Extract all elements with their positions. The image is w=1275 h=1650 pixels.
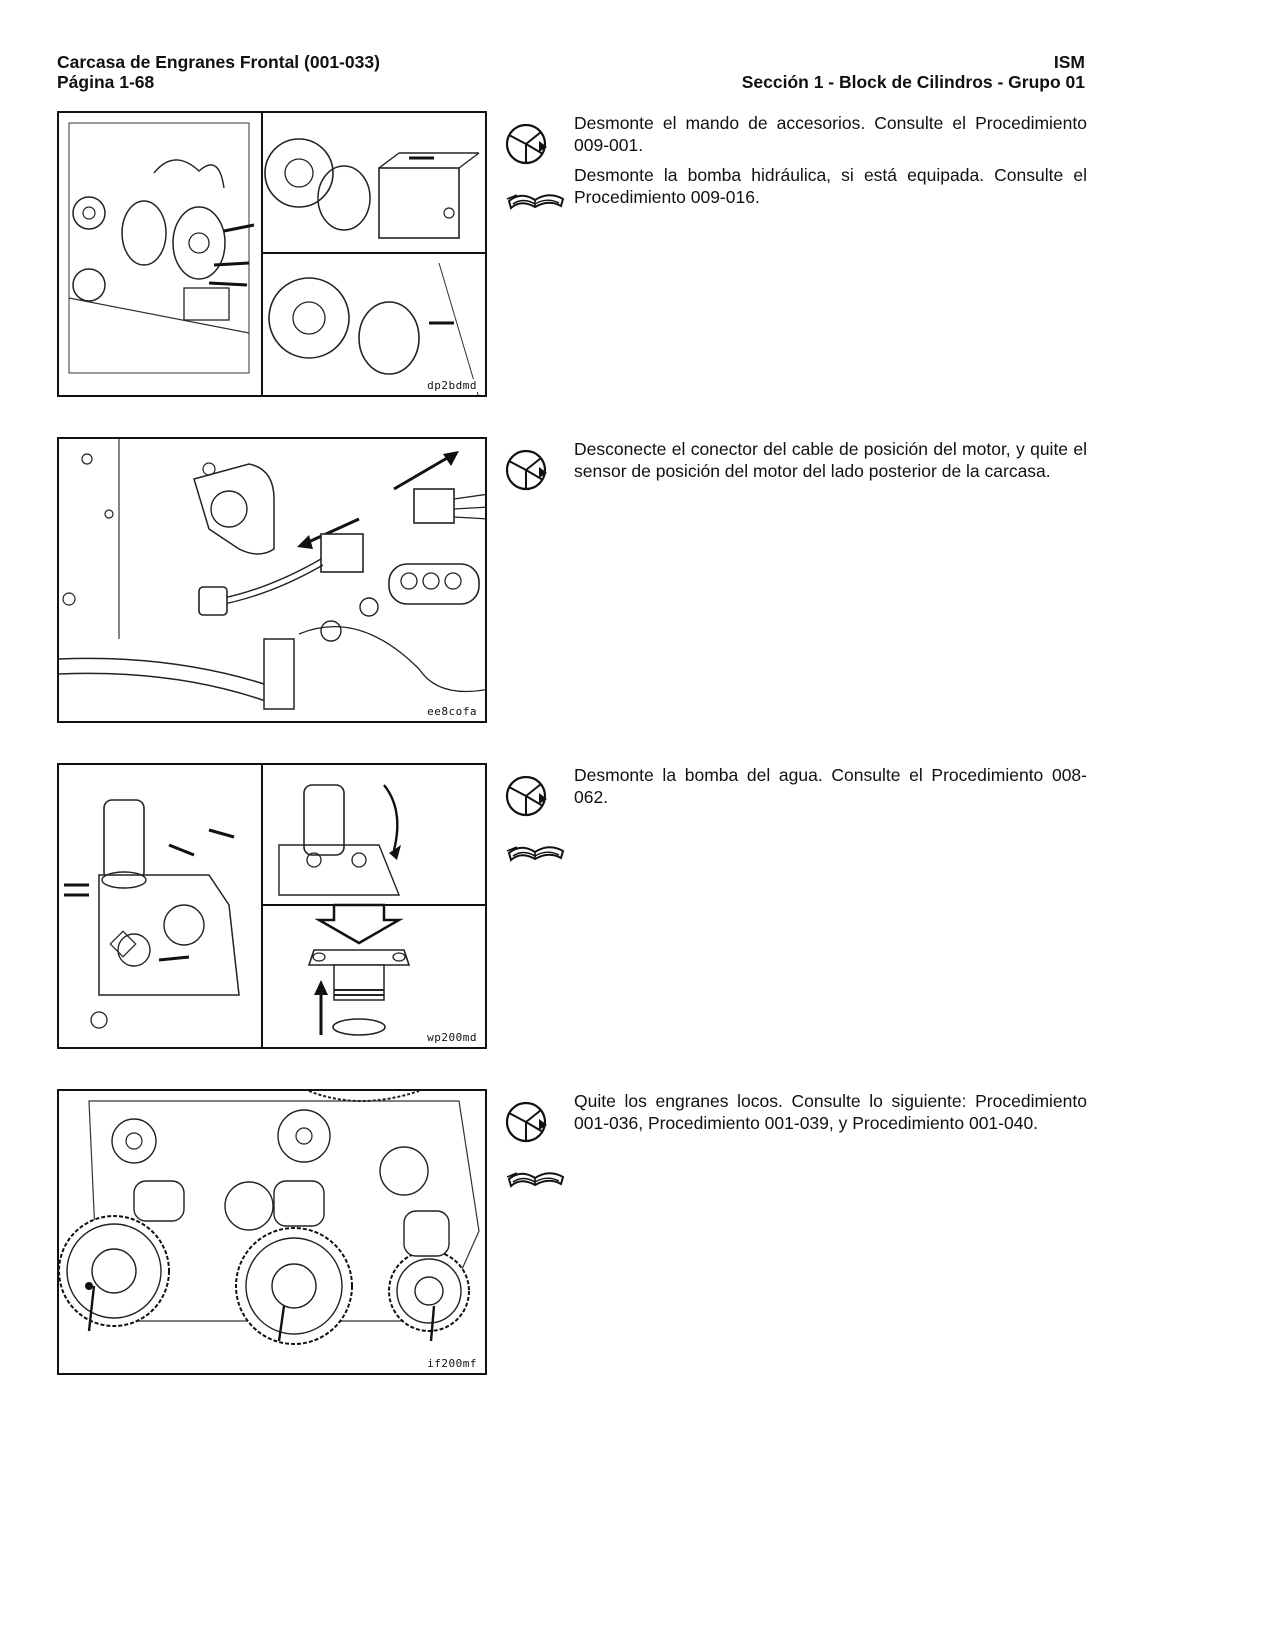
- accessory-drive-illustration: [68, 113, 485, 395]
- figure-idler-gears: if200mf: [57, 1089, 487, 1375]
- section-title: Carcasa de Engranes Frontal (001-033): [57, 52, 380, 72]
- step-2-paragraph-1: Desconecte el conector del cable de posi…: [574, 439, 1087, 481]
- book-icon: [505, 187, 567, 213]
- wrench-icon: [505, 1099, 549, 1145]
- step-1-instructions: Desmonte el mando de accesorios. Consult…: [574, 113, 1087, 217]
- step-3-paragraph-1: Desmonte la bomba del agua. Consulte el …: [574, 765, 1087, 807]
- book-icon: [505, 1165, 567, 1191]
- page-number: Página 1-68: [57, 72, 155, 92]
- page-header-left: Carcasa de Engranes Frontal (001-033) Pá…: [57, 52, 380, 92]
- page-header-right: ISM Sección 1 - Block de Cilindros - Gru…: [742, 52, 1085, 92]
- position-sensor-illustration: [59, 439, 485, 710]
- figure-code: wp200md: [425, 1031, 479, 1044]
- wrench-icon: [505, 121, 549, 167]
- engine-model: ISM: [1053, 52, 1085, 72]
- wrench-icon: [505, 447, 549, 493]
- step-1-paragraph-2: Desmonte la bomba hidráulica, si está eq…: [574, 165, 1087, 207]
- wrench-icon: [505, 773, 549, 819]
- figure-water-pump: wp200md: [57, 763, 487, 1049]
- step-4: if200mf Quite los engranes locos. Consul…: [57, 1089, 1087, 1379]
- water-pump-illustration: [64, 765, 485, 1047]
- step-3-instructions: Desmonte la bomba del agua. Consulte el …: [574, 765, 1087, 817]
- idler-gears-illustration: [59, 1091, 480, 1345]
- step-2-instructions: Desconecte el conector del cable de posi…: [574, 439, 1087, 491]
- section-group: Sección 1 - Block de Cilindros - Grupo 0…: [741, 72, 1085, 92]
- step-1-paragraph-1: Desmonte el mando de accesorios. Consult…: [574, 113, 1087, 155]
- figure-code: if200mf: [425, 1357, 479, 1370]
- step-4-paragraph-1: Quite los engranes locos. Consulte lo si…: [574, 1091, 1087, 1133]
- figure-position-sensor: ee8cofa: [57, 437, 487, 723]
- step-4-instructions: Quite los engranes locos. Consulte lo si…: [574, 1091, 1087, 1143]
- step-1: dp2bdmd Desmonte el mando de accesorios.…: [57, 111, 1087, 401]
- step-3: wp200md Desmonte la bomba del agua. Cons…: [57, 763, 1087, 1053]
- step-2: ee8cofa Desconecte el conector del cable…: [57, 437, 1087, 727]
- figure-code: ee8cofa: [425, 705, 479, 718]
- book-icon: [505, 839, 567, 865]
- figure-code: dp2bdmd: [425, 379, 479, 392]
- figure-accessory-drive: dp2bdmd: [57, 111, 487, 397]
